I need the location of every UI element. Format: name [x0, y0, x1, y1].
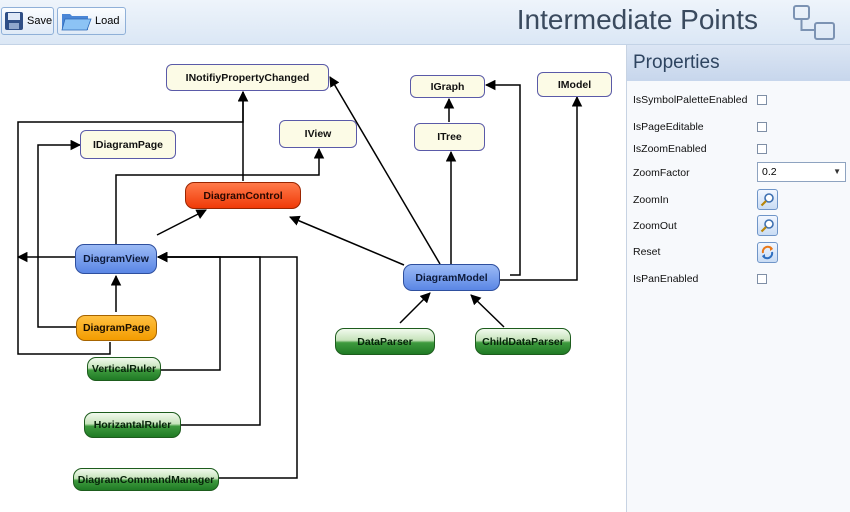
node-childdataparser[interactable]: ChildDataParser — [475, 328, 571, 355]
is-zoom-enabled-checkbox[interactable] — [757, 144, 767, 154]
save-label: Save — [27, 15, 53, 27]
is-pan-enabled-checkbox[interactable] — [757, 274, 767, 284]
diagram-logo-icon — [793, 5, 835, 40]
node-itree[interactable]: ITree — [414, 123, 485, 151]
properties-title: Properties — [627, 45, 850, 81]
node-diagrammodel[interactable]: DiagramModel — [403, 264, 500, 291]
prop-label-is-page-editable: IsPageEditable — [633, 121, 704, 133]
node-idiagrampage[interactable]: IDiagramPage — [80, 130, 176, 159]
floppy-disk-icon — [5, 12, 23, 30]
is-page-editable-checkbox[interactable] — [757, 122, 767, 132]
save-button[interactable]: Save — [1, 7, 54, 35]
properties-panel: Properties IsSymbolPaletteEnabled IsPage… — [626, 45, 850, 512]
node-horizontalruler[interactable]: HorizantalRuler — [84, 412, 181, 438]
node-iview[interactable]: IView — [279, 120, 357, 148]
prop-label-zoom-in: ZoomIn — [633, 194, 669, 206]
zoom-in-button[interactable] — [757, 189, 778, 210]
node-inotifypropertychanged[interactable]: INotifiyPropertyChanged — [166, 64, 329, 91]
node-verticalruler[interactable]: VerticalRuler — [87, 357, 161, 381]
diagram-canvas[interactable]: INotifiyPropertyChanged IGraph IModel ID… — [0, 45, 626, 512]
is-symbol-palette-enabled-checkbox[interactable] — [757, 95, 767, 105]
prop-label-is-symbol-palette-enabled: IsSymbolPaletteEnabled — [633, 94, 748, 106]
page-title: Intermediate Points — [516, 4, 758, 35]
magnifier-icon — [760, 193, 774, 207]
prop-label-zoom-factor: ZoomFactor — [633, 167, 690, 179]
folder-open-icon — [61, 14, 92, 31]
node-diagrampage[interactable]: DiagramPage — [76, 315, 157, 341]
load-label: Load — [95, 15, 120, 27]
node-diagramcommandmanager[interactable]: DiagramCommandManager — [73, 468, 219, 491]
prop-label-is-zoom-enabled: IsZoomEnabled — [633, 143, 707, 155]
node-igraph[interactable]: IGraph — [410, 75, 485, 98]
connectors — [16, 76, 583, 479]
refresh-icon — [761, 245, 774, 260]
zoom-out-button[interactable] — [757, 215, 778, 236]
zoom-factor-select[interactable]: 0.2 ▼ — [757, 162, 846, 182]
prop-label-is-pan-enabled: IsPanEnabled — [633, 273, 699, 285]
node-diagramview[interactable]: DiagramView — [75, 244, 157, 274]
chevron-down-icon: ▼ — [833, 167, 841, 176]
magnifier-icon — [760, 219, 774, 233]
toolbar: Save Load Intermediate Points — [0, 0, 850, 45]
zoom-factor-value: 0.2 — [762, 166, 777, 178]
prop-label-reset: Reset — [633, 246, 661, 258]
node-diagramcontrol[interactable]: DiagramControl — [185, 182, 301, 209]
prop-label-zoom-out: ZoomOut — [633, 220, 677, 232]
load-button[interactable]: Load — [57, 7, 126, 35]
reset-button[interactable] — [757, 242, 778, 263]
node-dataparser[interactable]: DataParser — [335, 328, 435, 355]
node-imodel[interactable]: IModel — [537, 72, 612, 97]
